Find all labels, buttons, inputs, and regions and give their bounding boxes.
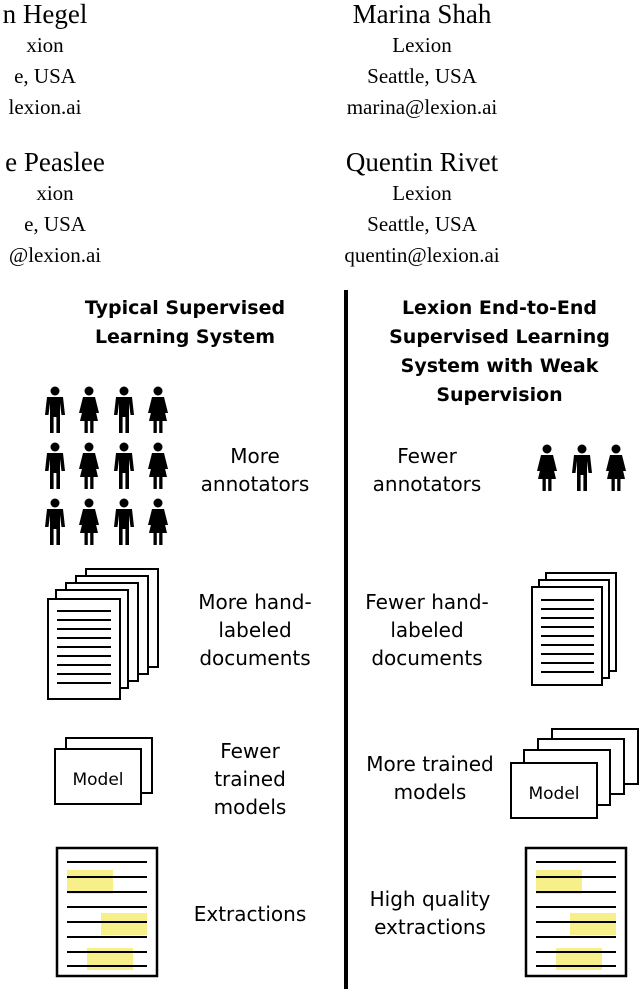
label-line: More xyxy=(230,444,280,468)
author-email: marina@lexion.ai xyxy=(346,95,498,119)
model-stack-right: Model xyxy=(510,728,639,819)
annotators-group-right xyxy=(537,444,626,491)
author-hegel: n Hegel xion e, USA lexion.ai xyxy=(0,0,170,123)
author-email: lexion.ai xyxy=(8,95,82,119)
label-line: annotators xyxy=(200,472,310,496)
model-card-icon xyxy=(54,748,142,805)
left-label-extractions: Extractions xyxy=(180,900,320,928)
person-icon xyxy=(114,386,134,433)
extraction-document-right xyxy=(524,846,628,978)
author-org: Lexion xyxy=(392,181,452,205)
person-icon xyxy=(148,442,168,489)
person-icon xyxy=(45,498,65,545)
label-line: Fewer xyxy=(397,444,457,468)
author-org: xion xyxy=(36,181,74,205)
label-line: annotators xyxy=(372,472,482,496)
author-name: Marina Shah xyxy=(352,0,492,29)
author-email: @lexion.ai xyxy=(8,243,102,267)
label-line: extractions xyxy=(374,915,486,939)
label-line: models xyxy=(213,795,287,819)
person-icon xyxy=(148,498,168,545)
label-line: labeled xyxy=(390,618,464,642)
left-label-annotators: More annotators xyxy=(185,442,325,498)
author-peaslee: e Peaslee xion e, USA @lexion.ai xyxy=(0,146,185,271)
author-name: e Peaslee xyxy=(5,147,105,177)
author-org: xion xyxy=(26,33,64,57)
author-shah: Marina Shah Lexion Seattle, USA marina@l… xyxy=(297,0,547,123)
annotators-group-left xyxy=(45,386,168,545)
right-label-documents: Fewer hand- labeled documents xyxy=(352,588,502,672)
person-icon xyxy=(114,442,134,489)
author-location: Seattle, USA xyxy=(367,64,477,88)
right-label-extractions: High quality extractions xyxy=(355,885,505,941)
left-label-models: Fewer trained models xyxy=(180,737,320,821)
author-location: e, USA xyxy=(24,212,86,236)
heading-line: Learning System xyxy=(94,326,276,348)
extraction-document-left xyxy=(55,846,159,978)
left-label-documents: More hand- labeled documents xyxy=(180,588,330,672)
person-icon xyxy=(537,444,557,491)
label-line: documents xyxy=(371,646,483,670)
right-label-annotators: Fewer annotators xyxy=(357,442,497,498)
author-rivet: Quentin Rivet Lexion Seattle, USA quenti… xyxy=(292,146,552,271)
document-stack-left xyxy=(47,568,159,700)
label-line: More hand- xyxy=(198,590,312,614)
heading-line: Supervised Learning xyxy=(389,326,610,348)
person-icon xyxy=(114,498,134,545)
author-name: n Hegel xyxy=(2,0,88,29)
person-icon xyxy=(606,444,626,491)
label-line: trained xyxy=(214,767,286,791)
heading-line: Lexion End-to-End xyxy=(401,297,598,319)
model-card-label: Model xyxy=(72,770,123,790)
person-icon xyxy=(79,442,99,489)
label-line: models xyxy=(393,780,467,804)
author-email: quentin@lexion.ai xyxy=(344,243,500,267)
person-icon xyxy=(79,498,99,545)
document-stack-right xyxy=(531,572,617,686)
author-name: Quentin Rivet xyxy=(345,147,499,177)
heading-line: Supervision xyxy=(436,384,563,406)
heading-line: Typical Supervised xyxy=(84,297,286,319)
person-icon xyxy=(45,386,65,433)
model-card-icon xyxy=(510,762,598,819)
label-line: Extractions xyxy=(193,902,307,926)
left-column-heading: Typical Supervised Learning System xyxy=(60,294,310,352)
model-card-label: Model xyxy=(528,784,579,804)
heading-line: System with Weak xyxy=(400,355,599,377)
model-stack-left: Model xyxy=(54,737,153,805)
author-org: Lexion xyxy=(392,33,452,57)
column-divider xyxy=(344,290,348,989)
label-line: High quality xyxy=(369,887,491,911)
person-icon xyxy=(79,386,99,433)
label-line: More trained xyxy=(366,752,494,776)
person-icon xyxy=(45,442,65,489)
label-line: Fewer hand- xyxy=(365,590,489,614)
label-line: documents xyxy=(199,646,311,670)
author-location: Seattle, USA xyxy=(367,212,477,236)
person-icon xyxy=(572,444,592,491)
label-line: Fewer xyxy=(220,739,280,763)
right-label-models: More trained models xyxy=(355,750,505,806)
person-icon xyxy=(148,386,168,433)
author-location: e, USA xyxy=(14,64,76,88)
label-line: labeled xyxy=(218,618,292,642)
right-column-heading: Lexion End-to-End Supervised Learning Sy… xyxy=(372,294,627,410)
